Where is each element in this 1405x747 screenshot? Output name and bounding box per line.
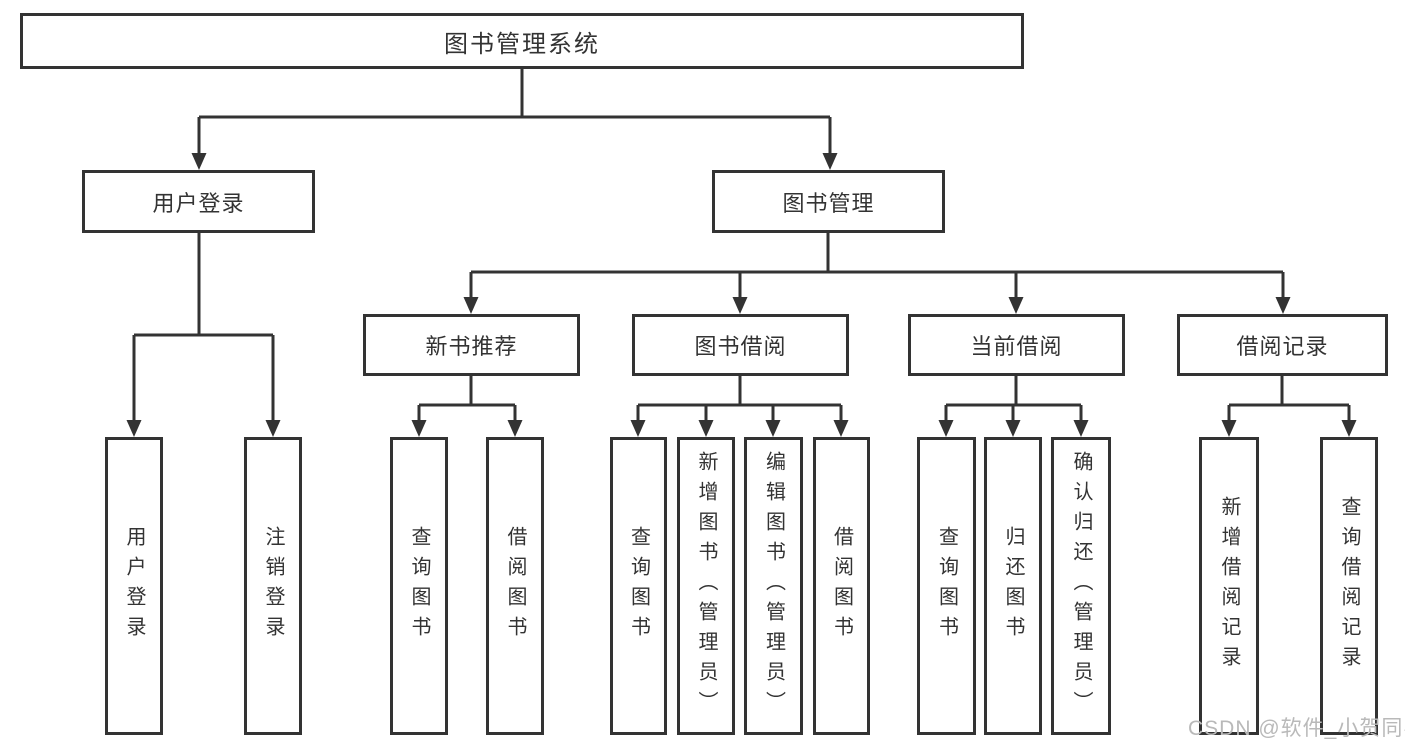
leaf-query-borrow-record: 查询借阅记录	[1320, 437, 1378, 735]
leaf-logout-label: 注销登录	[262, 526, 284, 646]
leaf-borrow-books-2: 借阅图书	[813, 437, 870, 735]
node-user-login: 用户登录	[82, 170, 315, 233]
leaf-query-books-3-label: 查询图书	[935, 526, 958, 646]
leaf-query-borrow-record-label: 查询借阅记录	[1338, 496, 1360, 676]
leaf-add-books-admin: 新增图书（管理员）	[677, 437, 735, 735]
leaf-query-books-2: 查询图书	[610, 437, 667, 735]
leaf-add-books-admin-label: 新增图书（管理员）	[695, 451, 717, 721]
leaf-logout: 注销登录	[244, 437, 302, 735]
node-current-borrowing: 当前借阅	[908, 314, 1125, 376]
node-borrowing-records: 借阅记录	[1177, 314, 1388, 376]
node-root-library-system: 图书管理系统	[20, 13, 1024, 69]
node-book-management-label: 图书管理	[782, 190, 875, 216]
node-new-book-recommend-label: 新书推荐	[425, 334, 518, 359]
leaf-confirm-return-admin-label: 确认归还（管理员）	[1070, 451, 1092, 721]
leaf-user-login-label: 用户登录	[123, 526, 145, 646]
leaf-return-books: 归还图书	[984, 437, 1042, 735]
arrowhead-group	[126, 153, 1357, 437]
leaf-user-login: 用户登录	[105, 437, 163, 735]
leaf-query-books-1-label: 查询图书	[408, 526, 430, 646]
node-root-label: 图书管理系统	[444, 30, 600, 58]
leaf-add-borrow-record: 新增借阅记录	[1199, 437, 1259, 735]
node-book-borrowing-label: 图书借阅	[694, 334, 787, 359]
leaf-edit-books-admin-label: 编辑图书（管理员）	[762, 451, 785, 721]
leaf-borrow-books-1-label: 借阅图书	[504, 526, 526, 646]
node-book-borrowing: 图书借阅	[632, 314, 849, 376]
leaf-return-books-label: 归还图书	[1002, 526, 1024, 646]
node-book-management: 图书管理	[712, 170, 945, 233]
leaf-borrow-books-1: 借阅图书	[486, 437, 544, 735]
leaf-edit-books-admin: 编辑图书（管理员）	[744, 437, 803, 735]
node-new-book-recommend: 新书推荐	[363, 314, 580, 376]
csdn-watermark: CSDN @软件_小贺同学	[1188, 717, 1405, 740]
leaf-confirm-return-admin: 确认归还（管理员）	[1051, 437, 1111, 735]
node-current-borrowing-label: 当前借阅	[970, 334, 1063, 359]
leaf-query-books-1: 查询图书	[390, 437, 448, 735]
node-borrowing-records-label: 借阅记录	[1236, 334, 1329, 359]
leaf-query-books-2-label: 查询图书	[627, 526, 650, 646]
node-user-login-label: 用户登录	[152, 190, 245, 216]
leaf-borrow-books-2-label: 借阅图书	[830, 526, 853, 646]
leaf-query-books-3: 查询图书	[917, 437, 976, 735]
leaf-add-borrow-record-label: 新增借阅记录	[1218, 496, 1240, 676]
